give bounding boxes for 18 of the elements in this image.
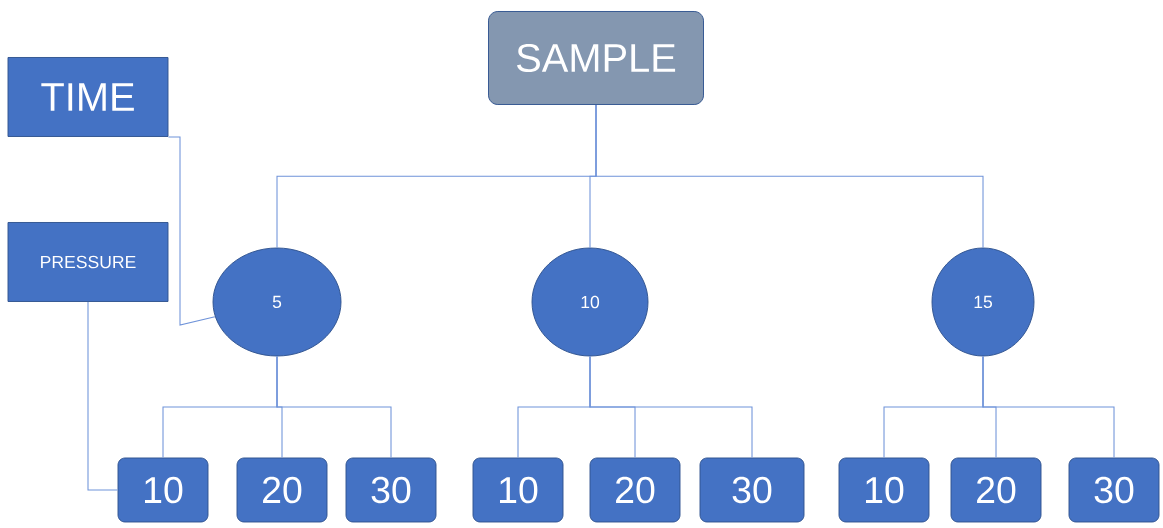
label-box: TIME bbox=[7, 57, 169, 137]
value-box: 10 bbox=[472, 457, 564, 523]
leader-line bbox=[167, 136, 216, 326]
leader-line bbox=[87, 301, 119, 491]
value-box: 20 bbox=[236, 457, 328, 523]
value-box: 20 bbox=[950, 457, 1042, 523]
label-box: PRESSURE bbox=[7, 222, 169, 302]
value-box: 30 bbox=[345, 457, 437, 523]
connector-line bbox=[589, 355, 753, 459]
value-box: 10 bbox=[838, 457, 930, 523]
connector-line bbox=[982, 355, 1115, 459]
value-box: 30 bbox=[699, 457, 805, 523]
connector-line bbox=[276, 355, 392, 459]
value-box: 20 bbox=[589, 457, 681, 523]
value-box: 30 bbox=[1068, 457, 1160, 523]
connector-line bbox=[595, 104, 984, 249]
value-box: 10 bbox=[117, 457, 209, 523]
title-box: SAMPLE bbox=[488, 11, 704, 105]
